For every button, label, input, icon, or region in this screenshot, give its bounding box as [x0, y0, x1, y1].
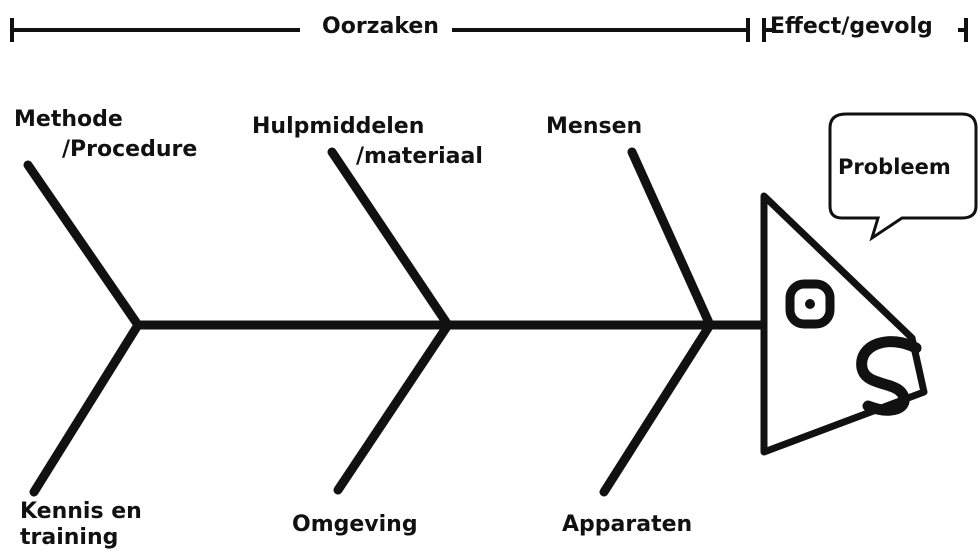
bone-apparaten — [599, 320, 715, 497]
cause-label-materiaal: /materiaal — [356, 144, 483, 169]
bone-omgeving — [333, 320, 453, 495]
cause-label-omgeving: Omgeving — [292, 512, 418, 537]
bone-methode — [23, 160, 143, 330]
problem-label: Probleem — [838, 155, 951, 179]
cause-label-procedure: /Procedure — [62, 137, 198, 162]
bone-mensen — [627, 147, 715, 330]
fish-mouth — [856, 336, 922, 416]
speech-bubble — [828, 112, 978, 242]
fish-pupil — [805, 299, 815, 309]
effect-range-bracket — [762, 18, 968, 42]
cause-label-apparaten: Apparaten — [562, 512, 693, 537]
cause-label-mensen: Mensen — [546, 114, 643, 139]
bone-kennis — [29, 320, 143, 497]
cause-label-kennis: Kennis en — [20, 499, 142, 524]
cause-label-methode: Methode — [14, 107, 123, 132]
cause-label-training: training — [20, 525, 119, 550]
fish-head — [760, 192, 928, 456]
effect-header-label: Effect/gevolg — [770, 14, 933, 39]
causes-header-label: Oorzaken — [318, 14, 443, 40]
bone-hulpmiddelen — [327, 147, 453, 330]
causes-range-bracket — [10, 18, 750, 42]
cause-label-hulpmiddelen: Hulpmiddelen — [252, 114, 425, 139]
